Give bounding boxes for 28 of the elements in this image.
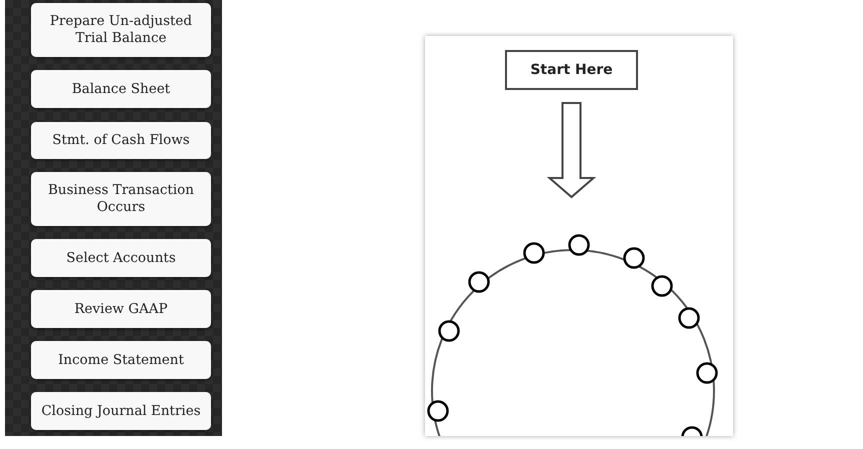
drop-target-circle: [438, 320, 460, 342]
answer-card: [31, 3, 211, 57]
card-label: Stmt. of Cash Flows: [52, 132, 190, 149]
drop-target-circle: [468, 271, 490, 293]
drop-target-circle: [651, 275, 673, 297]
card-label: Select Accounts: [66, 250, 176, 266]
answer-card: [31, 290, 211, 328]
answer-card: [31, 392, 211, 430]
drop-target-circle: [427, 400, 449, 422]
cycle-ring: [431, 249, 715, 436]
drop-target-circle: [678, 307, 700, 329]
answer-card: [31, 341, 211, 379]
card-label: Closing Journal Entries: [41, 402, 201, 420]
drop-target-circle: [623, 247, 645, 269]
card-label: Prepare Un-adjusted Trial Balance: [48, 13, 194, 47]
answer-card: [31, 122, 211, 159]
drop-target-circle: [568, 234, 590, 256]
drop-target-circle: [696, 362, 718, 384]
card-label: Review GAAP: [74, 300, 168, 318]
answer-card: [31, 70, 211, 108]
card-label: Income Statement: [58, 352, 184, 368]
answer-card: [31, 172, 211, 226]
drop-target-circle: [523, 242, 545, 264]
start-box: Start Here: [505, 50, 638, 90]
card-label: Balance Sheet: [72, 80, 170, 98]
card-label: Business Transaction Occurs: [47, 182, 195, 216]
block-arrow: [546, 102, 596, 198]
answer-card: [31, 239, 211, 277]
